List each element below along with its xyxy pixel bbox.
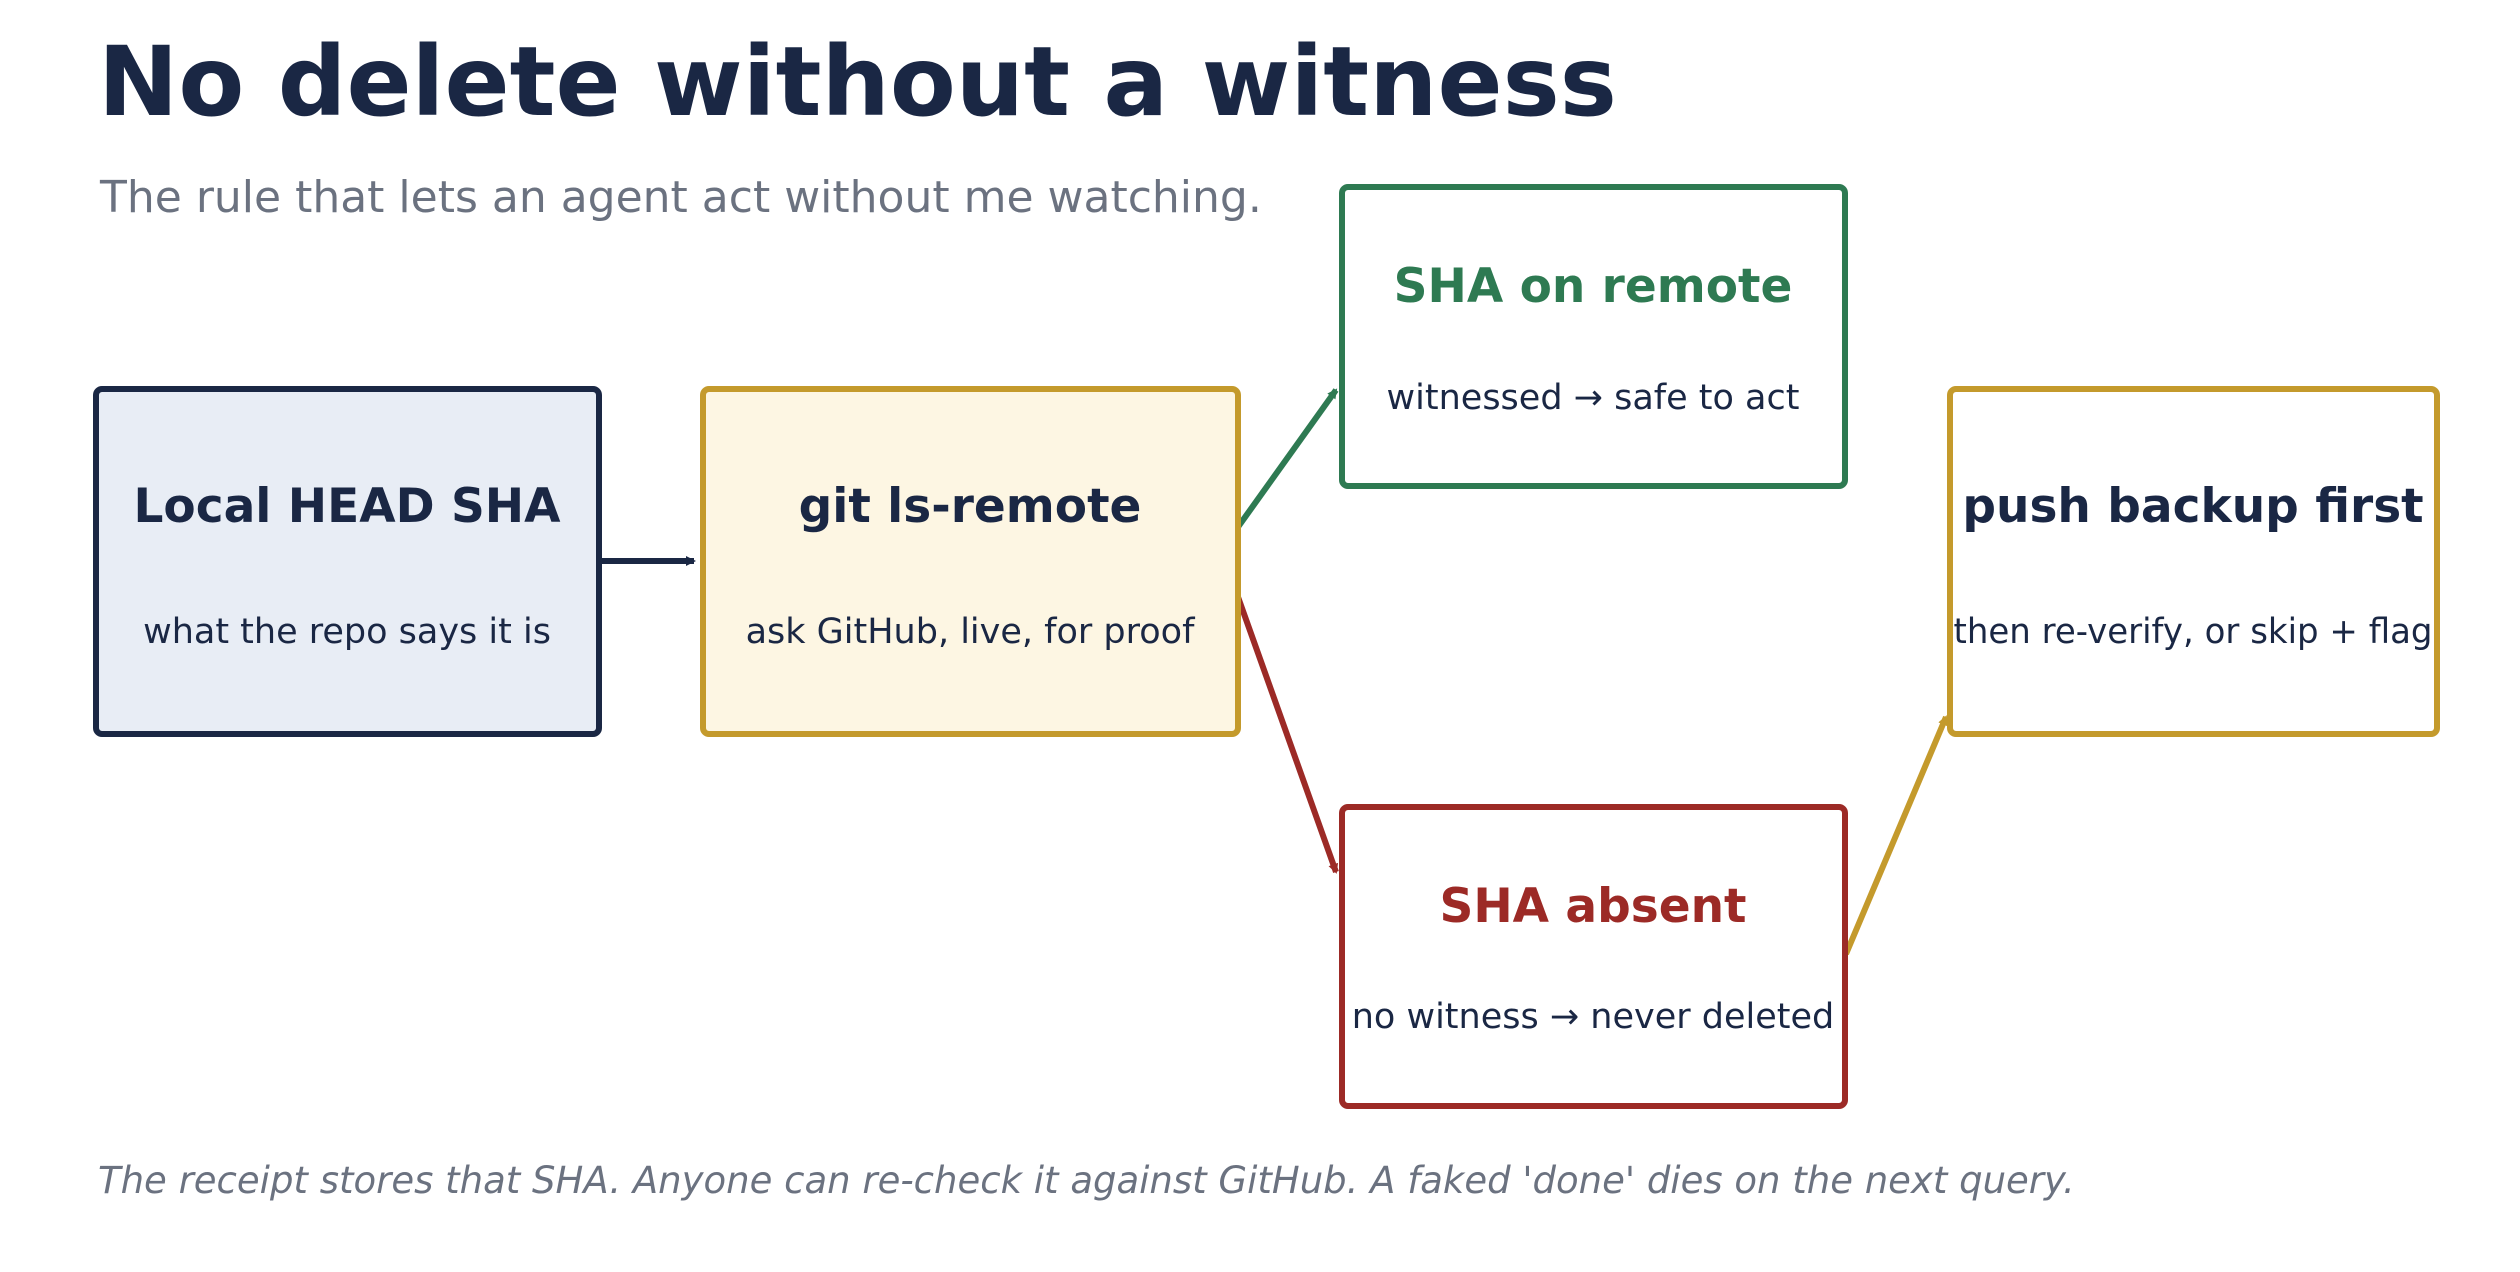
node-push-backup-title: push backup first xyxy=(1962,479,2423,534)
arrow-lsremote-to-absent xyxy=(1235,595,1339,874)
page-subtitle: The rule that lets an agent act without … xyxy=(100,172,1262,223)
node-ls-remote-title: git ls-remote xyxy=(799,479,1142,534)
arrow-lsremote-to-on-remote xyxy=(1235,388,1339,529)
arrow-absent-to-push-backup xyxy=(1843,715,1949,956)
node-local-head-title: Local HEAD SHA xyxy=(133,479,561,534)
node-git-ls-remote: git ls-remote ask GitHub, live, for proo… xyxy=(700,386,1241,737)
page-title: No delete without a witness xyxy=(98,26,1617,138)
node-on-remote-title: SHA on remote xyxy=(1394,259,1793,314)
node-sha-absent: SHA absent no witness → never deleted xyxy=(1339,804,1848,1109)
connectors xyxy=(601,388,1949,956)
node-local-head-sha: Local HEAD SHA what the repo says it is xyxy=(93,386,602,737)
node-local-head-subtitle: what the repo says it is xyxy=(143,612,551,652)
node-on-remote-subtitle: witnessed → safe to act xyxy=(1387,378,1800,418)
node-absent-subtitle: no witness → never deleted xyxy=(1352,997,1835,1037)
node-ls-remote-subtitle: ask GitHub, live, for proof xyxy=(746,612,1195,652)
node-push-backup-first: push backup first then re-verify, or ski… xyxy=(1947,386,2440,737)
node-absent-title: SHA absent xyxy=(1439,879,1746,934)
node-sha-on-remote: SHA on remote witnessed → safe to act xyxy=(1339,184,1848,489)
footer-note: The receipt stores that SHA. Anyone can … xyxy=(98,1159,2075,1202)
node-push-backup-subtitle: then re-verify, or skip + flag xyxy=(1954,612,2433,652)
